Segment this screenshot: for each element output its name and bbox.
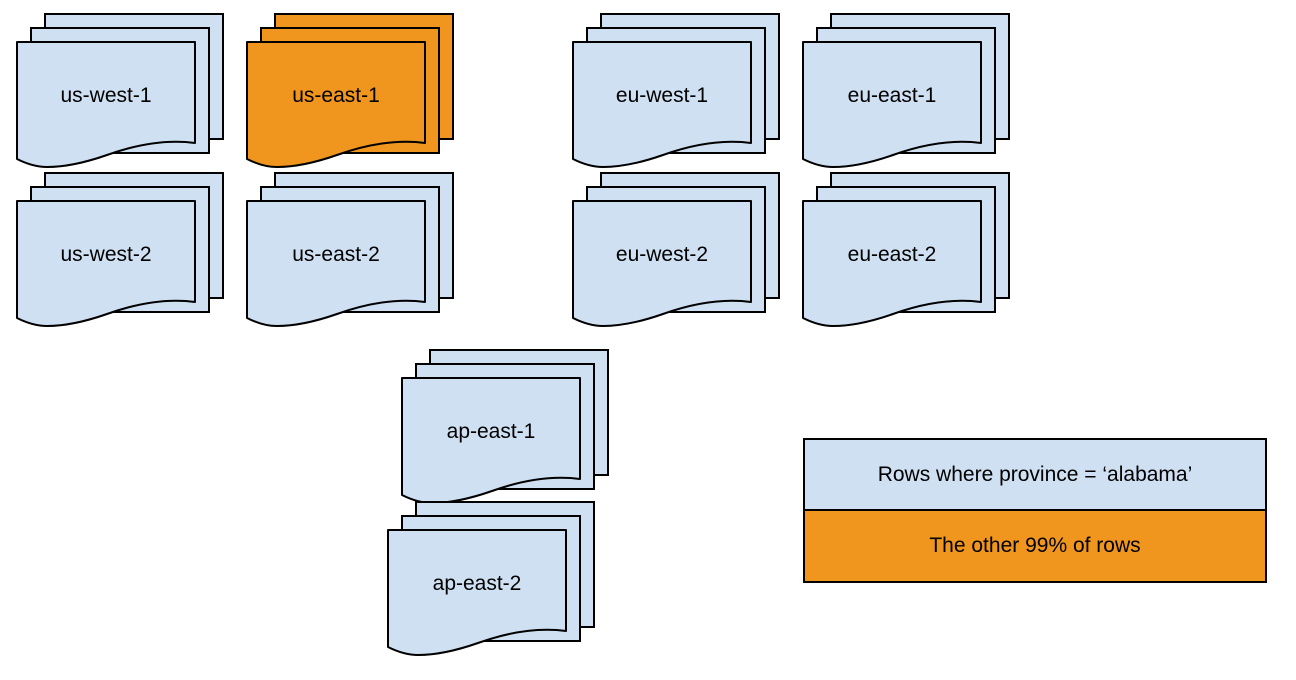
legend-item-alabama-rows: Rows where province = ‘alabama’ [805,440,1265,511]
doc-stack-us-east-2: us-east-2 [246,172,454,327]
stacked-documents-icon [387,501,595,656]
doc-stack-eu-west-1: eu-west-1 [572,13,780,168]
doc-stack-eu-west-2: eu-west-2 [572,172,780,327]
stacked-documents-icon [16,13,224,168]
legend-item-other-rows: The other 99% of rows [805,511,1265,581]
stacked-documents-icon [572,13,780,168]
stacked-documents-icon [246,13,454,168]
doc-stack-eu-east-1: eu-east-1 [802,13,1010,168]
stacked-documents-icon [401,349,609,504]
legend-item-label: Rows where province = ‘alabama’ [877,462,1193,486]
stacked-documents-icon [572,172,780,327]
doc-stack-us-west-1: us-west-1 [16,13,224,168]
stacked-documents-icon [16,172,224,327]
doc-stack-ap-east-1: ap-east-1 [401,349,609,504]
stacked-documents-icon [246,172,454,327]
doc-stack-us-west-2: us-west-2 [16,172,224,327]
doc-stack-us-east-1: us-east-1 [246,13,454,168]
doc-stack-eu-east-2: eu-east-2 [802,172,1010,327]
legend: Rows where province = ‘alabama’ The othe… [803,438,1267,583]
doc-stack-ap-east-2: ap-east-2 [387,501,595,656]
legend-item-label: The other 99% of rows [929,534,1141,557]
stacked-documents-icon [802,13,1010,168]
stacked-documents-icon [802,172,1010,327]
